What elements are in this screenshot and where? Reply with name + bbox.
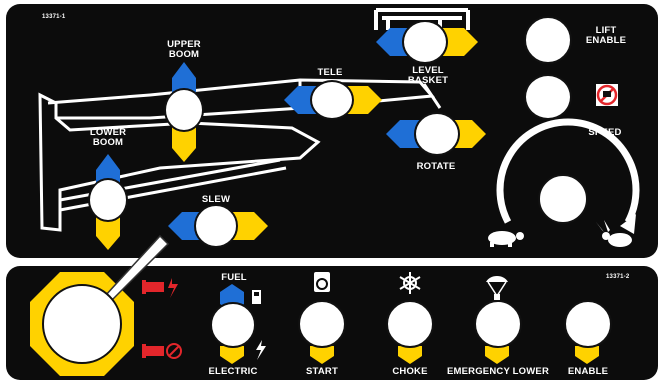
- slew-button[interactable]: [194, 204, 238, 248]
- tele-button[interactable]: [310, 80, 354, 120]
- lightning-icon: [256, 340, 266, 360]
- upper-boom-button[interactable]: [164, 88, 204, 132]
- enable-button[interactable]: [564, 300, 612, 348]
- lift-enable-label: LIFT ENABLE: [585, 25, 627, 46]
- rotate-button[interactable]: [414, 112, 460, 156]
- emergency-lower-button[interactable]: [474, 300, 522, 348]
- start-button[interactable]: [298, 300, 346, 348]
- rabbit-icon: [596, 220, 632, 247]
- electric-button[interactable]: [210, 302, 256, 348]
- speed-arc: [496, 118, 640, 224]
- lift-enable-button[interactable]: [524, 16, 572, 64]
- enable-label: ENABLE: [567, 366, 609, 377]
- slew-label: SLEW: [201, 194, 231, 205]
- speed-arc-arrowhead: [620, 214, 636, 234]
- rotate-label: ROTATE: [416, 161, 456, 172]
- fuel-label: FUEL: [221, 272, 247, 283]
- fuel-pump-icon: [252, 290, 261, 304]
- power-on-icon: [142, 278, 178, 298]
- start-label: START: [306, 366, 338, 377]
- upper-control-panel: [6, 4, 658, 258]
- no-climb-button[interactable]: [524, 74, 572, 120]
- bottom-part-number: 13371-2: [606, 274, 630, 280]
- basket-diagram: [374, 8, 470, 30]
- level-basket-label: LEVEL BASKET: [407, 65, 449, 86]
- electric-chevron: [220, 346, 244, 364]
- tele-label: TELE: [317, 67, 343, 78]
- choke-button[interactable]: [386, 300, 434, 348]
- choke-chevron: [398, 346, 422, 364]
- enable-chevron: [575, 346, 599, 364]
- level-basket-button[interactable]: [402, 20, 448, 64]
- key-icon: [314, 272, 330, 292]
- electric-label: ELECTRIC: [208, 366, 258, 377]
- start-chevron: [310, 346, 334, 364]
- turtle-icon: [488, 231, 524, 247]
- upper-boom-down-arrow: [172, 122, 196, 162]
- speed-label: SPEED: [588, 127, 622, 138]
- no-climb-icon: [596, 84, 618, 106]
- lower-boom-down-arrow: [96, 212, 120, 250]
- top-part-number: 13371-1: [42, 14, 66, 20]
- upper-boom-label: UPPER BOOM: [167, 39, 201, 60]
- power-off-icon: [142, 343, 182, 359]
- emergency-lower-label: EMERGENCY LOWER: [446, 366, 550, 377]
- speed-dial[interactable]: [538, 174, 588, 224]
- snowflake-icon: [399, 272, 421, 294]
- choke-label: CHOKE: [392, 366, 428, 377]
- lower-boom-button[interactable]: [88, 178, 128, 222]
- parachute-icon: [486, 275, 508, 300]
- lower-boom-label: LOWER BOOM: [89, 127, 127, 148]
- emergency-stop-button[interactable]: [42, 284, 122, 364]
- emergency-lower-chevron: [485, 346, 509, 364]
